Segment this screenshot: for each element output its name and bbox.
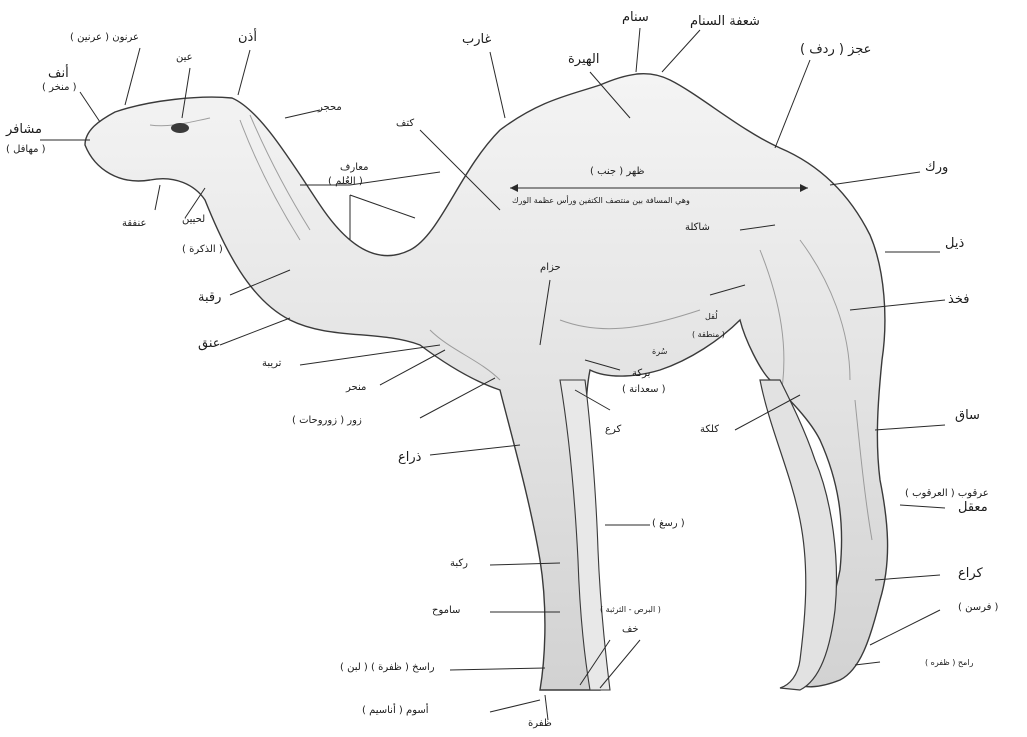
label-thigh: فخذ: [948, 292, 969, 307]
label-foot-sole: راسخ ( ظفرة ) ( لبن ): [340, 662, 435, 673]
label-back: ظهر ( جنب ): [590, 166, 644, 177]
label-mane-sub: ( العُلم ): [328, 176, 363, 187]
label-ears: أذن: [238, 30, 257, 45]
label-lips-sub: ( مهافل ): [6, 144, 46, 155]
label-belly: حزام: [540, 262, 561, 273]
label-back-note: وهي المسافة بين منتصف الكتفين ورأس عظمة …: [512, 196, 690, 205]
label-leg: ساق: [955, 408, 980, 423]
label-cannon: ساموح: [432, 605, 460, 616]
label-elbow: كرع: [605, 424, 621, 435]
label-mane: معارف: [340, 162, 368, 173]
label-nose-bridge: عرنون ( عرنين ): [70, 32, 139, 43]
label-kurae: كراع: [958, 566, 983, 581]
label-chest-pad: كلكة: [700, 424, 719, 435]
label-jaw: عنفقة: [122, 218, 146, 229]
label-sanam-tip: شعفة السنام: [690, 14, 760, 29]
label-nose-sub: ( منخر ): [42, 82, 77, 93]
label-hump-base: الهيرة: [568, 52, 599, 67]
label-hock: عرقوب ( العرقوب ): [905, 488, 989, 499]
label-nose: أنف: [48, 66, 69, 81]
label-ghareb: غارب: [462, 32, 491, 47]
label-lips: مشافر: [6, 122, 42, 137]
label-eye: عين: [176, 52, 193, 63]
eye-mark: [171, 123, 189, 133]
label-hoof: ظفرة: [528, 718, 552, 729]
label-front-knee-up: ( رسغ ): [652, 518, 685, 529]
label-navel-sub: ( منطقة ): [692, 330, 725, 339]
label-sanam: سنام: [622, 10, 649, 25]
label-throat-sub: ( الذكرة ): [182, 244, 223, 255]
label-knee-pad-sub: ( سعدانة ): [622, 384, 666, 395]
label-tail: ذيل: [945, 236, 964, 251]
label-neck-lower: عنق: [198, 336, 221, 351]
label-navel-note: لُقل: [705, 312, 718, 321]
label-toe: رامح ( ظفره ): [925, 658, 973, 667]
label-shoulder: كتف: [396, 118, 414, 129]
label-neck: رقبة: [198, 290, 221, 305]
label-fetlock: ( البرص - الثرثبة ): [600, 605, 661, 614]
label-knee-pad: بركة: [632, 368, 650, 379]
label-pastern: خف: [622, 624, 639, 635]
label-hip: ورك: [925, 160, 948, 175]
label-flank: شاكلة: [685, 222, 710, 233]
label-forearm: ذراع: [398, 450, 421, 465]
label-ajez: عجز ( ردف ): [800, 42, 871, 57]
label-navel-small: سُرة: [652, 347, 667, 356]
label-breast: زور ( زوروحات ): [292, 415, 362, 426]
label-throat: لحيين: [182, 214, 205, 225]
label-sternum: منحر: [346, 382, 366, 393]
label-forehead: محجر: [318, 102, 342, 113]
label-chest-bottom: تريبة: [262, 358, 281, 369]
label-foot-front: ( فرسن ): [958, 602, 998, 613]
label-hock2: معقل: [958, 500, 988, 515]
label-front-knee: ركبة: [450, 558, 468, 569]
label-foot-pad: أسوم ( أناسيم ): [362, 705, 429, 716]
